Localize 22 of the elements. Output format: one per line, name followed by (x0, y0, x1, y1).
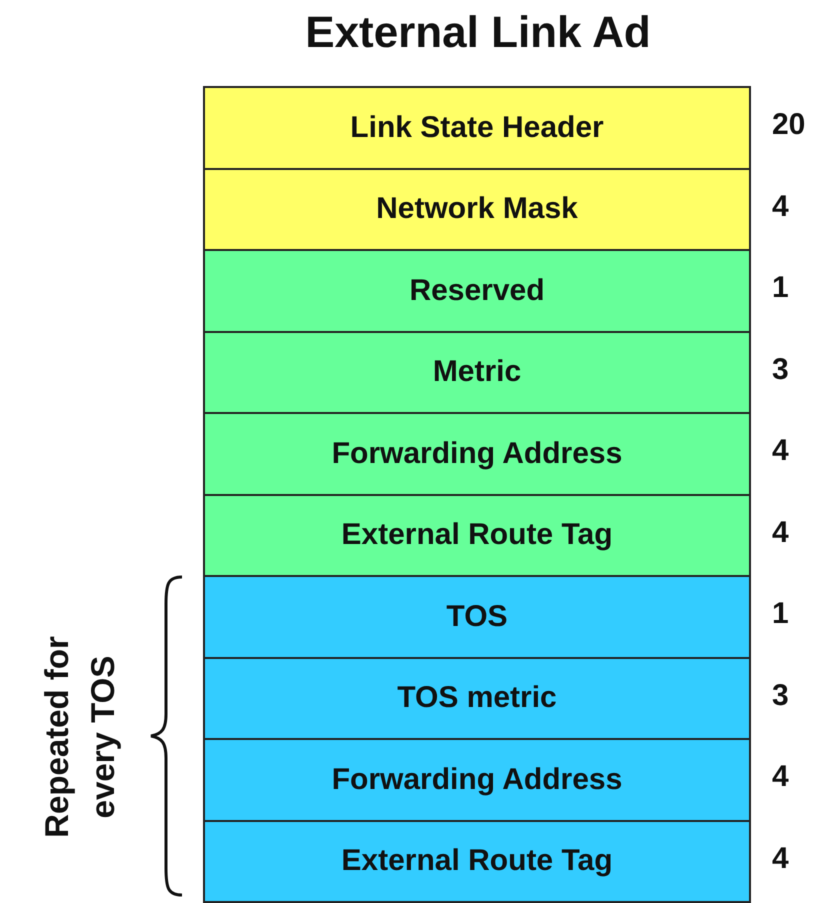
repeat-note: Repeated for every TOS (37, 635, 122, 840)
byte-count: 3 (772, 678, 789, 712)
field-row: Network Mask (203, 168, 751, 251)
field-row: Reserved (203, 249, 751, 332)
field-row: Forwarding Address (203, 738, 751, 822)
byte-count: 1 (772, 597, 789, 631)
byte-count: 3 (772, 352, 789, 386)
field-row: Link State Header (203, 86, 751, 170)
byte-count: 4 (772, 516, 789, 550)
byte-count: 4 (772, 434, 789, 468)
byte-count: 20 (772, 108, 806, 142)
field-row: External Route Tag (203, 820, 751, 903)
diagram-title: External Link Ad (304, 8, 652, 58)
field-row: External Route Tag (203, 494, 751, 577)
byte-count: 4 (772, 842, 789, 876)
byte-count: 1 (772, 271, 789, 305)
field-row: Forwarding Address (203, 412, 751, 496)
byte-count: 4 (772, 760, 789, 794)
field-row: Metric (203, 330, 751, 414)
byte-count: 4 (772, 190, 789, 224)
field-row: TOS (203, 575, 751, 658)
field-row: TOS metric (203, 656, 751, 740)
